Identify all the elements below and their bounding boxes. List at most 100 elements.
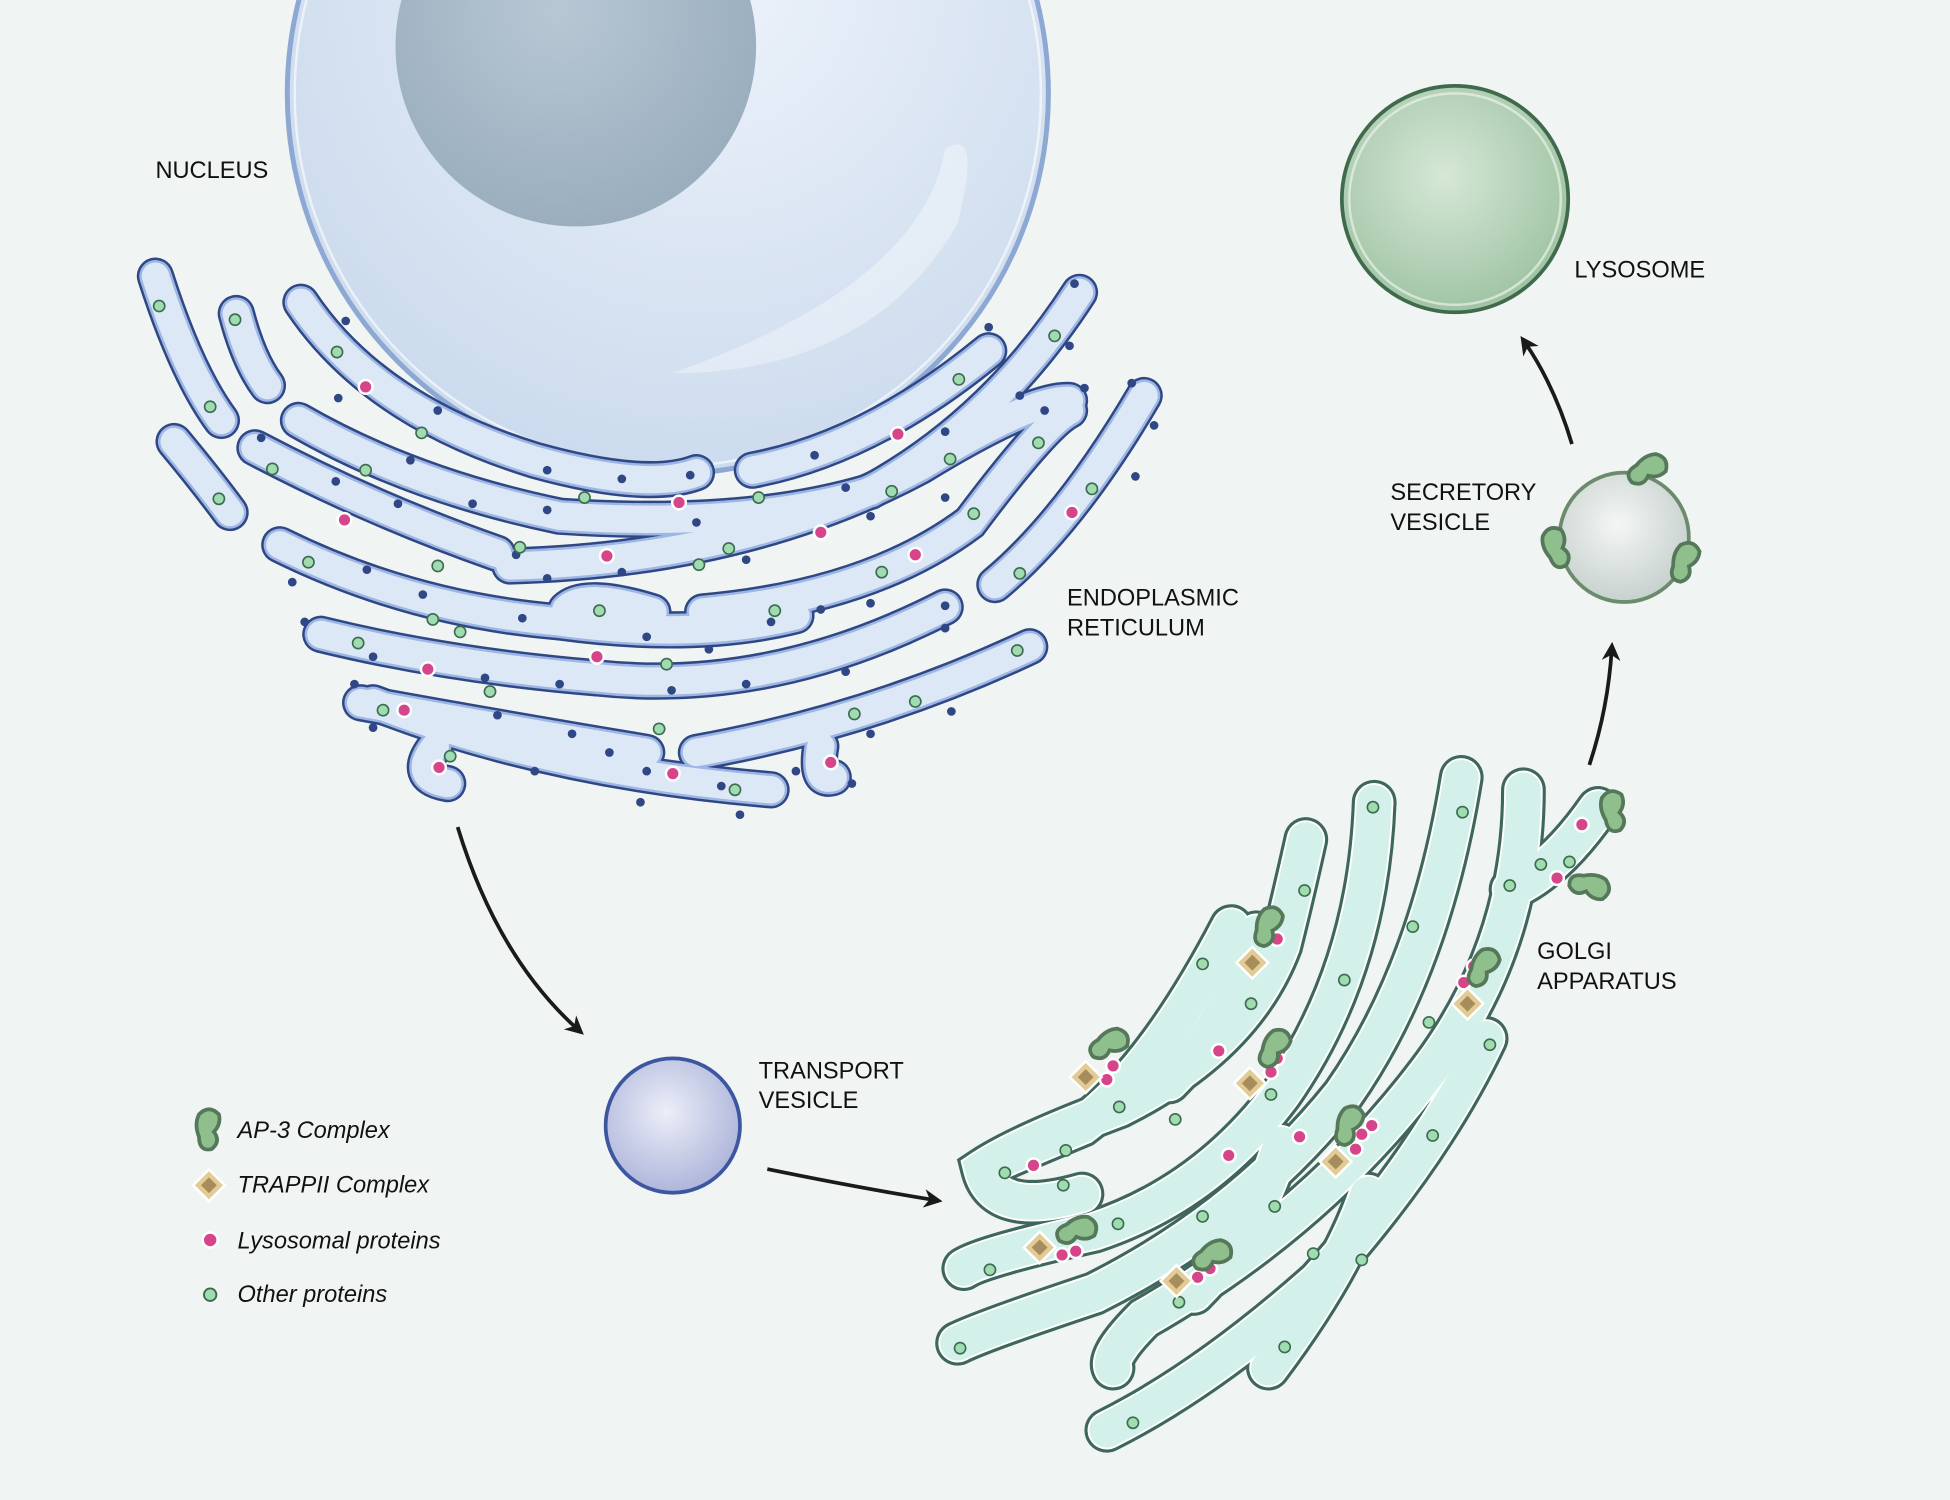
ribosome <box>940 493 950 502</box>
other-protein <box>376 703 390 717</box>
ribosome <box>642 632 652 642</box>
ribosome <box>617 474 627 484</box>
other-protein <box>453 625 467 639</box>
lysosomal-protein <box>1063 504 1081 521</box>
ribosome <box>1131 472 1140 481</box>
lysosomal-protein <box>430 759 448 776</box>
ap3-complex <box>1334 1104 1366 1148</box>
other-protein <box>1503 879 1517 892</box>
other-protein <box>1268 1200 1282 1213</box>
lysosomal-protein <box>889 426 906 443</box>
ap3-complex <box>1626 452 1669 486</box>
other-protein <box>1032 436 1045 450</box>
lysosomal-protein <box>670 494 688 511</box>
er-cisterna <box>359 689 785 804</box>
other-protein <box>1534 858 1548 871</box>
other-protein <box>578 491 591 504</box>
golgi-label-line2: APPARATUS <box>1537 969 1677 995</box>
er-cisterna <box>411 732 462 798</box>
er-cisterna <box>307 593 959 695</box>
ribosome <box>418 590 428 599</box>
legend-label-trappii: TRAPPII Complex <box>238 1173 431 1199</box>
trappii-complex <box>1022 1229 1058 1266</box>
other-protein <box>1355 1253 1369 1267</box>
other-protein <box>885 484 899 498</box>
ribosome <box>741 679 751 689</box>
nucleolus <box>395 0 757 227</box>
ribosome <box>393 499 403 509</box>
other-protein <box>483 685 497 698</box>
ribosome <box>406 455 415 465</box>
lysosomal-protein <box>1098 1071 1115 1088</box>
ribosome <box>841 483 851 492</box>
lysosomal-protein <box>1210 1042 1227 1060</box>
lysosomal-protein <box>357 378 374 395</box>
ribosome <box>1080 383 1089 393</box>
arrow-golgi-to-secretory <box>1587 641 1621 766</box>
transport-vesicle-label-line2: VESICLE <box>759 1088 859 1114</box>
ribosome <box>368 652 378 662</box>
ribosome <box>567 729 577 739</box>
ribosome <box>362 565 372 575</box>
ribosome <box>847 779 857 788</box>
other-protein <box>351 636 365 650</box>
other-protein <box>728 783 742 797</box>
secretory-vesicle-label-line2: VESICLE <box>1390 510 1490 536</box>
er-cisterna <box>160 427 244 527</box>
ribosome <box>1127 378 1137 388</box>
ribosome <box>368 723 378 732</box>
ap3-complex-icon <box>194 1107 222 1152</box>
other-protein <box>1244 997 1258 1011</box>
ribosome <box>1065 341 1074 351</box>
other-protein <box>1483 1038 1497 1052</box>
other-protein <box>943 452 957 466</box>
other-protein <box>265 462 279 476</box>
ribosome <box>940 601 950 611</box>
ribosome <box>716 781 726 791</box>
other-protein <box>431 559 445 573</box>
lysosomal-protein <box>1573 816 1590 833</box>
ribosome <box>791 766 801 776</box>
ribosome <box>605 748 614 757</box>
other-protein <box>908 695 922 708</box>
ap3-complex <box>1191 1238 1234 1272</box>
ribosome <box>530 766 540 776</box>
er-cisterna <box>688 396 1084 626</box>
er-cisterna <box>287 288 711 494</box>
lysosome <box>1340 84 1571 315</box>
trappii-complex-icon <box>191 1167 227 1203</box>
ribosome <box>947 707 956 716</box>
ribosome <box>816 605 826 614</box>
other-protein <box>1366 800 1380 814</box>
other-protein <box>1126 1416 1140 1430</box>
ap3-complex <box>1253 905 1285 949</box>
lysosomal-protein <box>1067 1243 1084 1260</box>
other-protein <box>415 426 428 440</box>
legend: AP-3 Complex TRAPPII Complex Lysosomal p… <box>191 1107 441 1308</box>
other-protein <box>1426 1129 1440 1142</box>
ribosome <box>692 518 701 527</box>
ribosome <box>866 511 875 521</box>
er-label-line1: ENDOPLASMIC <box>1067 586 1239 612</box>
ribosome <box>735 810 745 820</box>
other-protein <box>1111 1217 1125 1231</box>
golgi-cisterna <box>1176 1126 1299 1311</box>
ribosome <box>333 393 343 403</box>
other-protein <box>1196 957 1209 971</box>
golgi-apparatus <box>935 754 1621 1453</box>
lysosomal-protein <box>822 754 839 771</box>
ribosome <box>542 465 552 475</box>
other-protein <box>1172 1295 1186 1309</box>
arrow-transport-to-golgi <box>766 1167 943 1208</box>
other-protein <box>359 463 373 477</box>
other-protein <box>1085 482 1099 496</box>
lysosomal-protein-icon <box>201 1231 219 1249</box>
ribosome <box>866 729 875 739</box>
er-cisterna <box>241 434 512 568</box>
ribosome <box>984 322 994 332</box>
other-protein <box>426 613 440 626</box>
er-cisterna <box>496 386 1084 580</box>
ap3-complex <box>1567 873 1611 902</box>
ribosome <box>642 766 652 776</box>
